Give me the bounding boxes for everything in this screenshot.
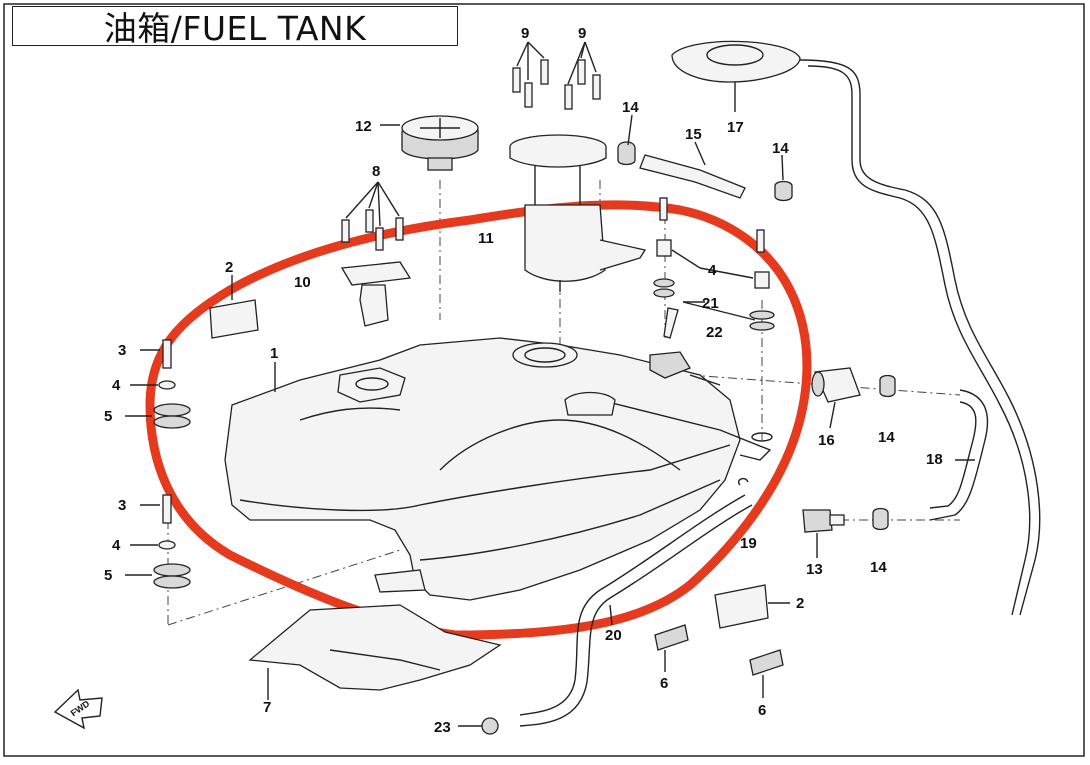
- pump-bolts[interactable]: [512, 41, 601, 110]
- callout: 2: [796, 595, 804, 612]
- callout: 23: [434, 719, 451, 736]
- callout: 12: [355, 118, 372, 135]
- callout: 2: [225, 259, 233, 276]
- mount-hardware-right[interactable]: [653, 197, 775, 339]
- breather-tube[interactable]: [519, 477, 753, 727]
- callout: 22: [706, 324, 723, 341]
- leader-16-line: [689, 374, 721, 386]
- callout: 10: [294, 274, 311, 291]
- callout: 16: [818, 432, 835, 449]
- pressure-sender[interactable]: [802, 509, 845, 558]
- fuel-pump[interactable]: [509, 134, 647, 292]
- heat-shield[interactable]: [248, 604, 502, 700]
- callout: 6: [660, 675, 668, 692]
- push-rivet[interactable]: [458, 717, 499, 735]
- fuel-cap[interactable]: [380, 115, 479, 171]
- callout: 11: [478, 230, 494, 247]
- fwd-arrow-icon: FWD: [53, 688, 103, 730]
- callout: 7: [263, 699, 271, 716]
- callout: 14: [878, 429, 895, 446]
- callout: 9: [578, 25, 586, 42]
- callout: 21: [702, 295, 719, 312]
- sensor-bracket[interactable]: [340, 181, 412, 327]
- filter-shroud[interactable]: [671, 40, 801, 112]
- hose-15[interactable]: [617, 114, 793, 202]
- hose-18[interactable]: [872, 374, 989, 531]
- page-title: 油箱/FUEL TANK: [12, 6, 458, 48]
- callout: 17: [727, 119, 744, 136]
- callout: 4: [708, 262, 717, 279]
- callout: 9: [521, 25, 529, 42]
- callout: 15: [685, 126, 702, 143]
- callout: 5: [104, 567, 112, 584]
- pads-2[interactable]: [209, 275, 790, 629]
- callout: 8: [372, 163, 380, 180]
- callout: 3: [118, 497, 126, 514]
- callout-labels: 1 2 2 3 3 4 4 4 5 5 6 6 7 8 9 9 10 11 12…: [104, 25, 943, 736]
- callout: 3: [118, 342, 126, 359]
- callout: 14: [622, 99, 639, 116]
- callout: 20: [605, 627, 622, 644]
- callout: 19: [740, 535, 757, 552]
- mount-hardware-left[interactable]: [125, 339, 191, 589]
- callout: 14: [772, 140, 789, 157]
- callout: 4: [112, 537, 121, 554]
- fuel-filter[interactable]: [811, 367, 861, 429]
- callout: 1: [270, 345, 278, 362]
- callout: 5: [104, 408, 112, 425]
- page-border: [3, 3, 1085, 757]
- callout: 18: [926, 451, 943, 468]
- callout: 6: [758, 702, 766, 719]
- callout: 4: [112, 377, 121, 394]
- vent-hose[interactable]: [799, 59, 1041, 616]
- callout: 14: [870, 559, 887, 576]
- hose-clips[interactable]: [654, 624, 784, 698]
- callout: 13: [806, 561, 823, 578]
- fuel-tank[interactable]: [224, 337, 773, 601]
